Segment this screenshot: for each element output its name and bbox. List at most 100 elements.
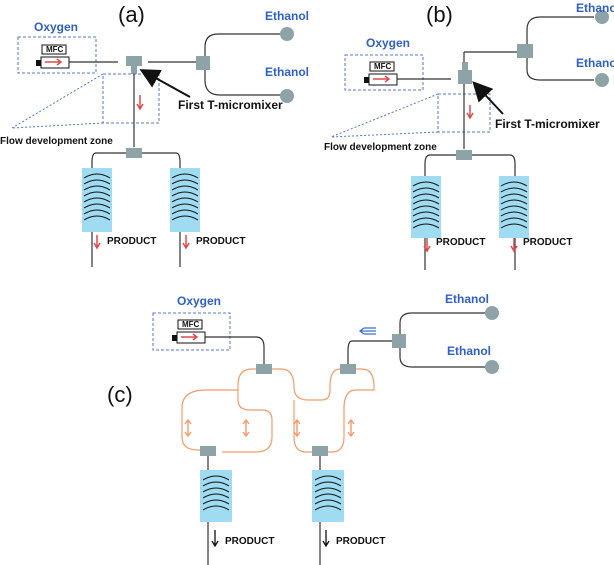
flow-zone-label-a: Flow development zone [0,136,113,147]
panel-c-label: (c) [107,382,133,407]
oxygen-box-c [152,312,231,351]
mfc-plug-a [36,60,41,66]
ethanol-branches-a [204,33,285,96]
orange-mixing-network-c [181,368,375,453]
mfc-plug-c [172,335,177,341]
ethanol-syringe-top-b [595,10,609,24]
coil-right-a [171,173,199,221]
ethanol-splitter-b [517,44,533,58]
coil-right-c [314,475,342,511]
zone-leader-b1 [330,131,439,138]
oxygen-label-a: Oxygen [34,20,78,34]
product-arrow-left-icon-c [211,530,219,548]
orange-arrow-4-icon-c [347,418,355,438]
ethanol-split-t-c [340,364,356,374]
mfc-head-b [369,61,395,72]
mfc-arrow-icon-a [45,58,63,66]
ethanol-syringe-bottom-a [280,89,294,103]
mfc-label-c: MFC [182,320,200,329]
product-label-left-b: PRODUCT [436,237,485,248]
product-arrow-right-icon-a [182,235,190,250]
mfc-arrow-icon-c [181,333,199,341]
mfc-label-b: MFC [374,62,392,71]
split-t-a [126,148,142,158]
mfc-head-a [41,44,67,55]
product-arrow-left-icon-a [93,235,101,250]
flow-development-zone-box-a [102,73,160,124]
first-t-micromixer-stem-a [131,66,137,74]
zone-leader-b2 [330,93,439,138]
mfc-arrow-icon-b [373,75,391,83]
first-t-micromixer-b [458,70,472,84]
oxygen-box-b [344,54,424,91]
first-t-micromixer-a [126,56,142,66]
panel-c: (c) Oxygen MFC Ethanol Ethanol P [107,292,499,565]
ethanol-syringe-bottom-c [485,360,499,374]
product-label-right-a: PRODUCT [196,236,245,247]
reactor-tubes-a [91,152,181,267]
product-label-right-c: PRODUCT [336,536,385,547]
ethanol-branches-b [464,16,594,81]
ethanol-label-top-b: Ethanol [576,1,614,15]
reactor-tubes-b [424,154,516,270]
coil-left-a [83,173,111,221]
reactor-right-bg-a [170,168,200,232]
ethanol-syringe-top-c [485,306,499,320]
ethanol-label-bottom-b: Ethanol [576,56,614,70]
orange-arrow-1-icon-c [184,418,192,438]
reactor-left-bg-a [82,168,112,232]
mfc-plug-b [364,77,369,83]
reactor-right-bg-b [499,176,529,238]
product-arrow-left-icon-b [423,238,431,253]
ethanol-splitter-a [196,56,210,70]
panel-b: (b) Oxygen MFC Ethanol Ethanol First T-m… [324,1,614,270]
ethanol-label-top-c: Ethanol [445,292,489,306]
reactor-t-right-c [312,446,328,456]
ethanol-label-bottom-a: Ethanol [265,65,309,79]
reactor-t-left-c [200,446,216,456]
product-arrow-right-icon-c [322,530,330,548]
oxygen-box-a [17,36,97,74]
product-label-left-a: PRODUCT [107,236,156,247]
coil-right-b [500,181,528,229]
split-t-b [456,150,472,160]
panel-b-label: (b) [426,2,453,27]
zone-leader-a2 [11,73,104,129]
product-label-right-b: PRODUCT [523,237,572,248]
panel-a-label: (a) [118,2,145,27]
product-label-left-c: PRODUCT [225,536,274,547]
ethanol-syringe-top-a [280,27,294,41]
ethanol-feed-c [347,340,400,366]
oxygen-tube-c [205,336,265,365]
reactor-left-bg-c [200,470,232,522]
ethanol-branches-c [399,312,487,368]
reactor-right-bg-c [312,470,344,522]
pointer-arrow-a [139,69,191,98]
mfc-label-a: MFC [46,45,64,54]
pointer-arrow-b [472,81,504,115]
panel-a: (a) Oxygen MFC Ethanol Ethanol First T-m… [0,2,309,267]
orange-arrow-2-icon-c [242,418,250,438]
ethanol-syringe-bottom-b [595,73,609,87]
product-arrow-right-icon-b [510,238,518,253]
first-t-label-a: First T-micromixer [178,98,283,112]
oxygen-label-c: Oxygen [177,294,221,308]
orange-arrow-3-icon-c [293,418,301,438]
oxygen-label-b: Oxygen [366,36,410,50]
ethanol-label-top-a: Ethanol [265,9,309,23]
ethanol-label-bottom-c: Ethanol [447,344,491,358]
ethanol-flow-arrow-icon-c [358,327,376,335]
zone-leader-a1 [11,122,104,129]
coil-left-c [202,475,230,511]
first-t-micromixer-top-b [462,62,468,70]
flow-arrow-icon-b [466,105,474,120]
first-t-label-b: First T-micromixer [495,117,600,131]
mfc-head-c [177,319,203,330]
flow-zone-label-b: Flow development zone [324,142,437,153]
reactor-left-bg-b [411,176,441,238]
ethanol-splitter-c [392,334,406,348]
flow-arrow-icon-a [136,95,144,111]
oxygen-split-t-c [256,364,272,374]
coil-left-b [412,181,440,229]
